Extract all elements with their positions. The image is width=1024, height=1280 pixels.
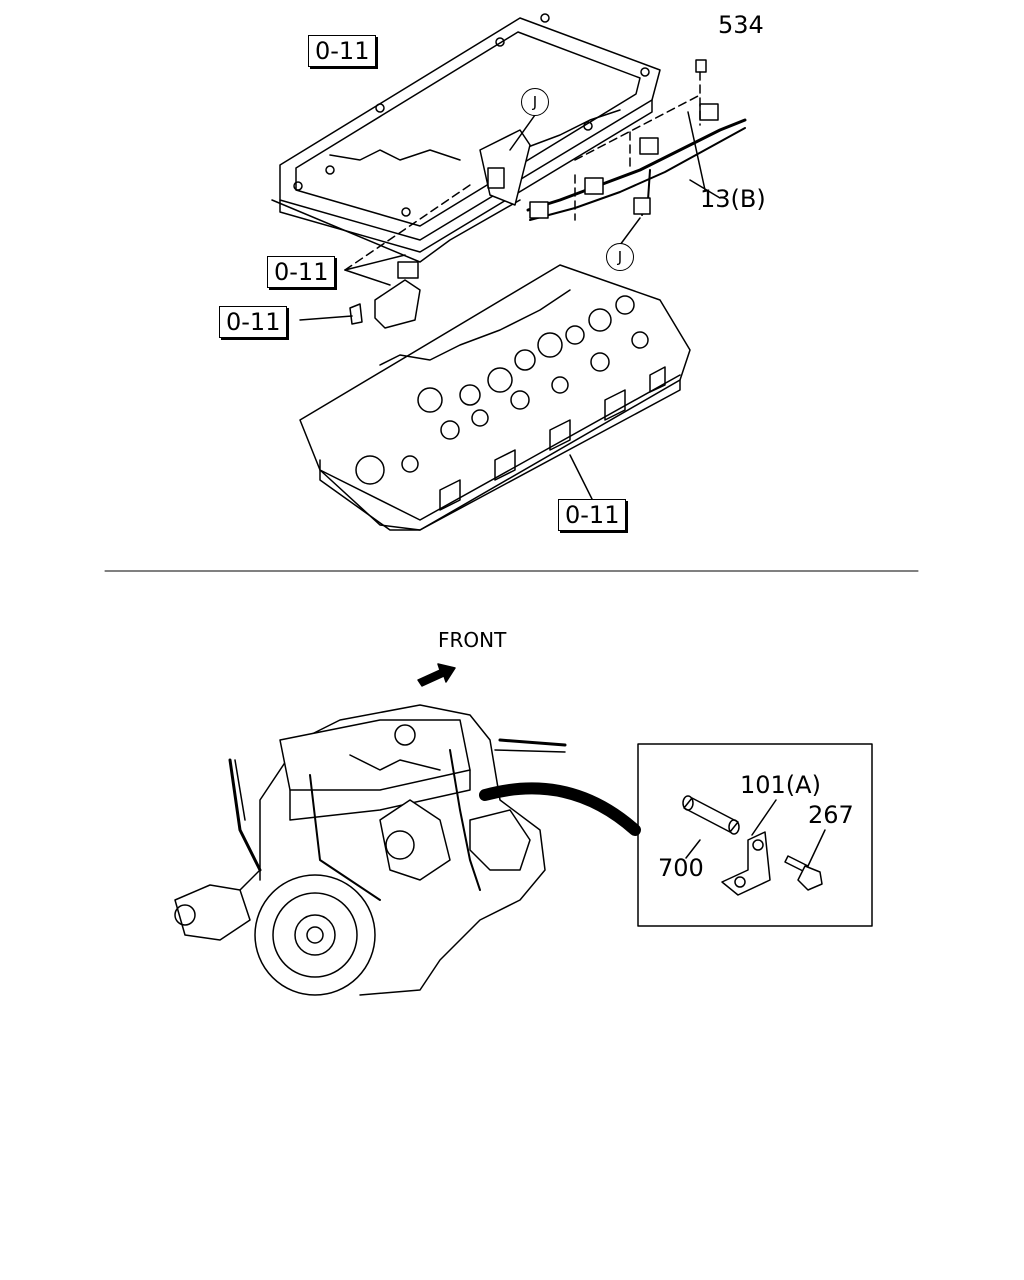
detail-inset xyxy=(637,743,873,927)
cylinder-head-cover xyxy=(271,13,661,263)
ref-bolt-label: 0-11 xyxy=(219,306,288,338)
clip-bracket xyxy=(721,831,771,896)
part-267-label: 267 xyxy=(808,801,854,829)
cylinder-head xyxy=(299,264,691,531)
sensor-assembly xyxy=(299,184,471,329)
engine-assembly xyxy=(174,704,641,996)
part-700-label: 700 xyxy=(658,854,704,882)
mark-j-top: J xyxy=(521,88,549,116)
bolt-267 xyxy=(784,855,823,891)
part-101a-label: 101(A) xyxy=(740,771,821,799)
ref-head-label: 0-11 xyxy=(558,499,627,531)
mark-j-bottom: J xyxy=(606,243,634,271)
sensor-bracket xyxy=(479,114,536,206)
part-13b-label: 13(B) xyxy=(700,185,766,213)
part-534-label: 534 xyxy=(718,11,764,39)
pipe-sleeve xyxy=(682,795,740,835)
injector-harness xyxy=(526,59,747,246)
front-label: FRONT xyxy=(438,628,507,652)
front-arrow-icon xyxy=(417,663,456,687)
ref-bracket-label: 0-11 xyxy=(267,256,336,288)
ref-cover-top-label: 0-11 xyxy=(308,35,377,67)
